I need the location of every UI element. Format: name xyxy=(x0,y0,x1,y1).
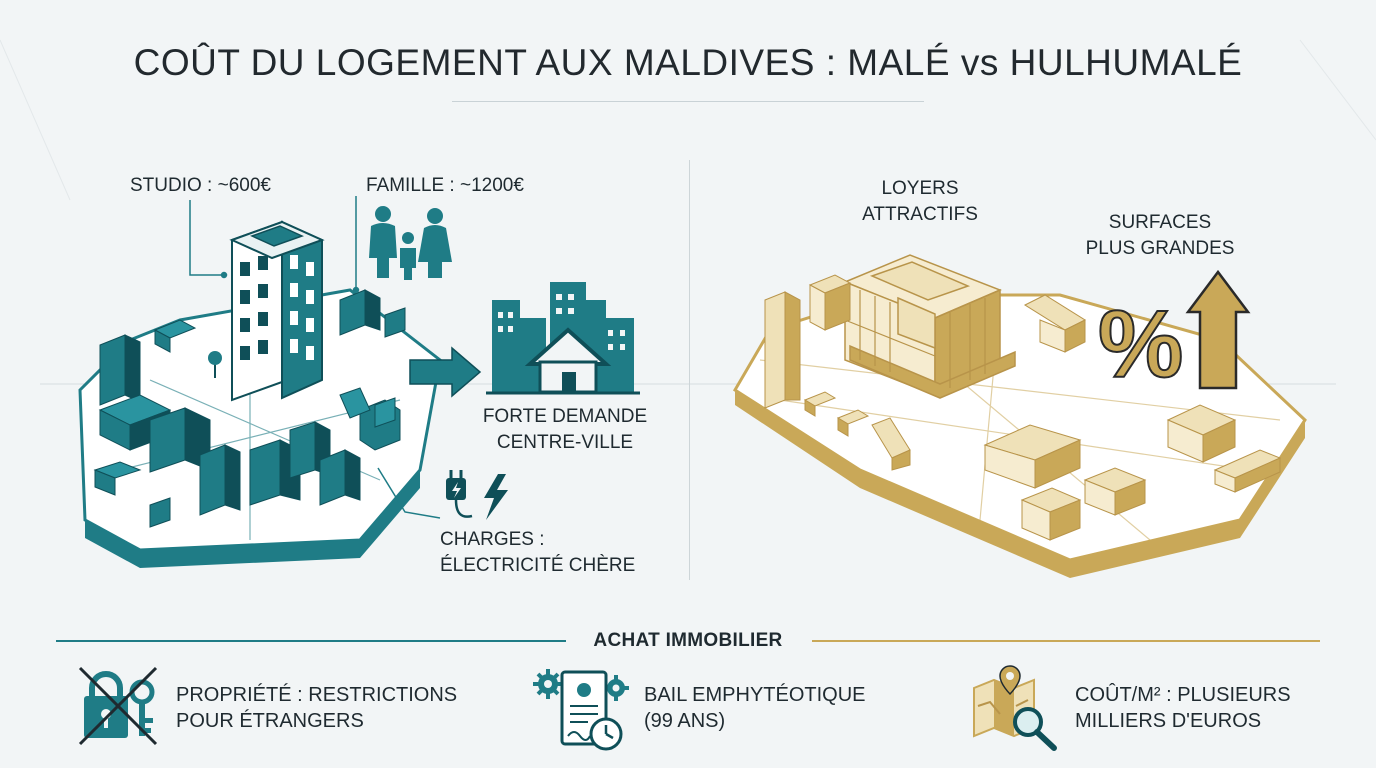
page-title: COÛT DU LOGEMENT AUX MALDIVES : MALÉ vs … xyxy=(133,42,1243,83)
restriction-label-line1: PROPRIÉTÉ : RESTRICTIONS xyxy=(176,684,458,706)
percent-symbol: % xyxy=(1097,290,1184,399)
surfaces-label-line1: SURFACES xyxy=(1108,212,1212,233)
male-callout-lines xyxy=(189,196,441,519)
hulhumale-small-buildings xyxy=(764,274,1282,541)
title-underline xyxy=(452,101,924,102)
house-city-icon xyxy=(486,282,640,395)
electric-plug-icon xyxy=(446,470,473,518)
male-small-buildings xyxy=(93,289,406,528)
section-rule-right xyxy=(812,640,1320,642)
surfaces-label-line2: PLUS GRANDES xyxy=(1085,238,1235,259)
cost-label-line2: MILLIERS D'EUROS xyxy=(1075,710,1262,732)
male-tree xyxy=(208,351,222,378)
hulhumale-isometric-city-illustration xyxy=(732,254,1307,578)
lease-label-line1: BAIL EMPHYTÉOTIQUE xyxy=(644,684,866,706)
family-icon xyxy=(369,206,452,280)
section-rule-left xyxy=(56,640,566,642)
demand-label-line2: CENTRE-VILLE xyxy=(496,432,634,453)
rents-label-line2: ATTRACTIFS xyxy=(862,204,978,225)
hulhumale-main-building xyxy=(843,254,1016,399)
studio-price-label: STUDIO : ~600€ xyxy=(130,175,271,196)
lightning-bolt-icon xyxy=(484,474,508,520)
charges-label-line1: CHARGES : xyxy=(440,529,545,550)
lease-document-gear-clock-icon xyxy=(533,669,629,751)
cost-label-line1: COÛT/M² : PLUSIEURS xyxy=(1075,684,1291,706)
demand-arrow-icon xyxy=(409,346,482,398)
family-price-label: FAMILLE : ~1200€ xyxy=(366,175,524,196)
male-tall-tower xyxy=(229,220,325,402)
rents-label-line1: LOYERS xyxy=(881,178,959,199)
growth-up-arrow-icon xyxy=(1185,269,1251,390)
demand-label-line1: FORTE DEMANDE xyxy=(482,406,648,427)
lease-label-line2: (99 ANS) xyxy=(644,710,726,732)
restriction-label-line2: POUR ÉTRANGERS xyxy=(176,710,364,732)
center-divider xyxy=(689,160,690,580)
charges-label-line2: ÉLECTRICITÉ CHÈRE xyxy=(440,555,636,576)
crossed-lock-key-icon xyxy=(78,666,158,746)
male-isometric-city-illustration xyxy=(78,196,640,568)
purchase-section-title: ACHAT IMMOBILIER xyxy=(593,630,783,651)
map-pin-magnifier-icon xyxy=(973,665,1057,751)
